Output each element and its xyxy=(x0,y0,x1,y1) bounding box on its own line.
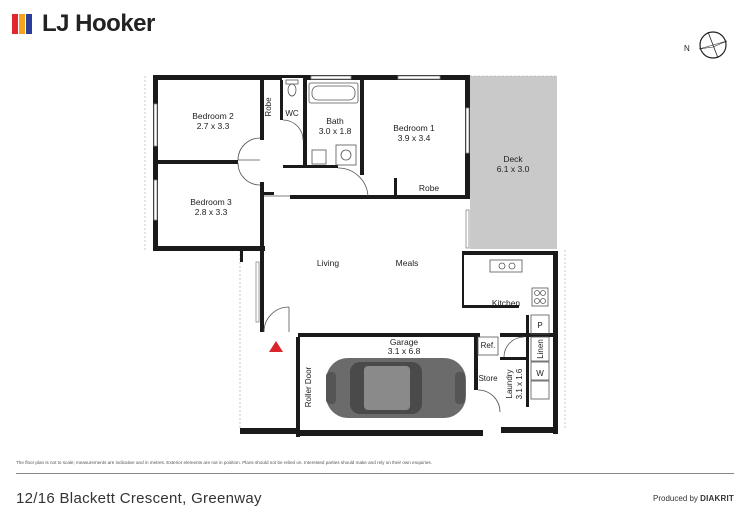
entry-marker-icon xyxy=(269,341,283,352)
kitchen-fixtures xyxy=(477,259,550,400)
car-icon xyxy=(326,358,466,418)
deck-label: Deck xyxy=(503,154,523,164)
door-swings xyxy=(237,119,525,413)
bathroom-fixtures xyxy=(285,79,359,166)
compass-north-label: N xyxy=(684,44,690,53)
roller-door-label: Roller Door xyxy=(304,366,313,407)
footer-divider xyxy=(16,473,734,474)
deck-area xyxy=(470,76,557,249)
bath-dims: 3.0 x 1.8 xyxy=(319,126,352,136)
disclaimer-text: The floor plan is not to scale; measurem… xyxy=(16,460,432,465)
meals-label: Meals xyxy=(396,258,419,268)
deck-dims: 6.1 x 3.0 xyxy=(497,164,530,174)
robe-left-label: Robe xyxy=(264,97,273,117)
bedroom3-dims: 2.8 x 3.3 xyxy=(195,207,228,217)
washer-label: W xyxy=(536,369,544,378)
wc-label: WC xyxy=(285,109,299,118)
robe-bedroom1-label: Robe xyxy=(419,183,440,193)
north-compass-icon: N xyxy=(684,31,728,59)
laundry-label: Laundry xyxy=(505,370,514,399)
property-address: 12/16 Blackett Crescent, Greenway xyxy=(16,490,262,507)
bedroom2-label: Bedroom 2 xyxy=(192,111,234,121)
produced-by: Produced by DIAKRIT xyxy=(653,494,734,503)
garage-dims: 3.1 x 6.8 xyxy=(388,346,421,356)
bedroom1-dims: 3.9 x 3.4 xyxy=(398,133,431,143)
garage-label: Garage xyxy=(390,337,419,347)
bath-label: Bath xyxy=(326,116,344,126)
windows xyxy=(153,75,470,323)
exterior-outline xyxy=(144,75,566,430)
living-label: Living xyxy=(317,258,339,268)
kitchen-label: Kitchen xyxy=(492,298,521,308)
store-label: Store xyxy=(478,374,498,383)
bedroom1-label: Bedroom 1 xyxy=(393,123,435,133)
producer-brand: DIAKRIT xyxy=(700,494,734,503)
logo-mark-icon xyxy=(12,14,38,34)
bedroom2-dims: 2.7 x 3.3 xyxy=(197,121,230,131)
laundry-dims: 3.1 x 1.6 xyxy=(515,368,524,399)
ref-label: Ref. xyxy=(481,341,496,350)
produced-by-prefix: Produced by xyxy=(653,494,701,503)
linen-label: Linen xyxy=(536,339,545,359)
walls xyxy=(153,75,558,437)
bedroom3-label: Bedroom 3 xyxy=(190,197,232,207)
brand-name: LJ Hooker xyxy=(42,10,155,37)
pantry-label: P xyxy=(537,321,542,330)
